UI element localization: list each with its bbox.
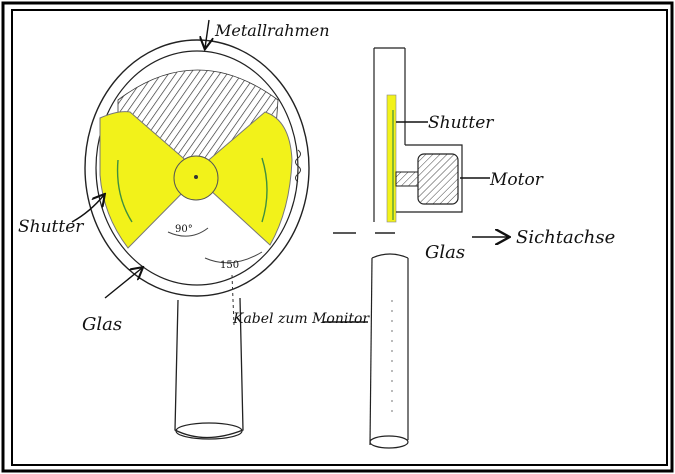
side-lower-tube-left <box>370 258 372 445</box>
hub-dot <box>194 175 198 179</box>
arrow-metal-frame <box>205 20 209 48</box>
side-shutter <box>387 95 396 222</box>
label-sight-axis: Sichtachse <box>516 227 615 248</box>
handle-end <box>176 423 242 439</box>
motor-body <box>418 154 458 204</box>
label-cable: Kabel zum Monitor <box>232 311 370 327</box>
angle-150-label: 150 <box>220 260 239 271</box>
label-metal-frame: Metallrahmen <box>214 21 330 40</box>
angle-90-label: 90° <box>175 224 193 235</box>
label-glass-front: Glas <box>82 314 122 335</box>
side-lower-top <box>372 254 408 258</box>
label-glass-side: Glas <box>425 242 465 263</box>
arrow-glass-front <box>105 268 142 298</box>
front-view: 90° 150 <box>85 40 309 439</box>
side-lower-end <box>370 436 408 448</box>
label-motor: Motor <box>489 170 544 190</box>
label-shutter-side: Shutter <box>428 113 494 133</box>
motor-shaft <box>396 172 418 186</box>
